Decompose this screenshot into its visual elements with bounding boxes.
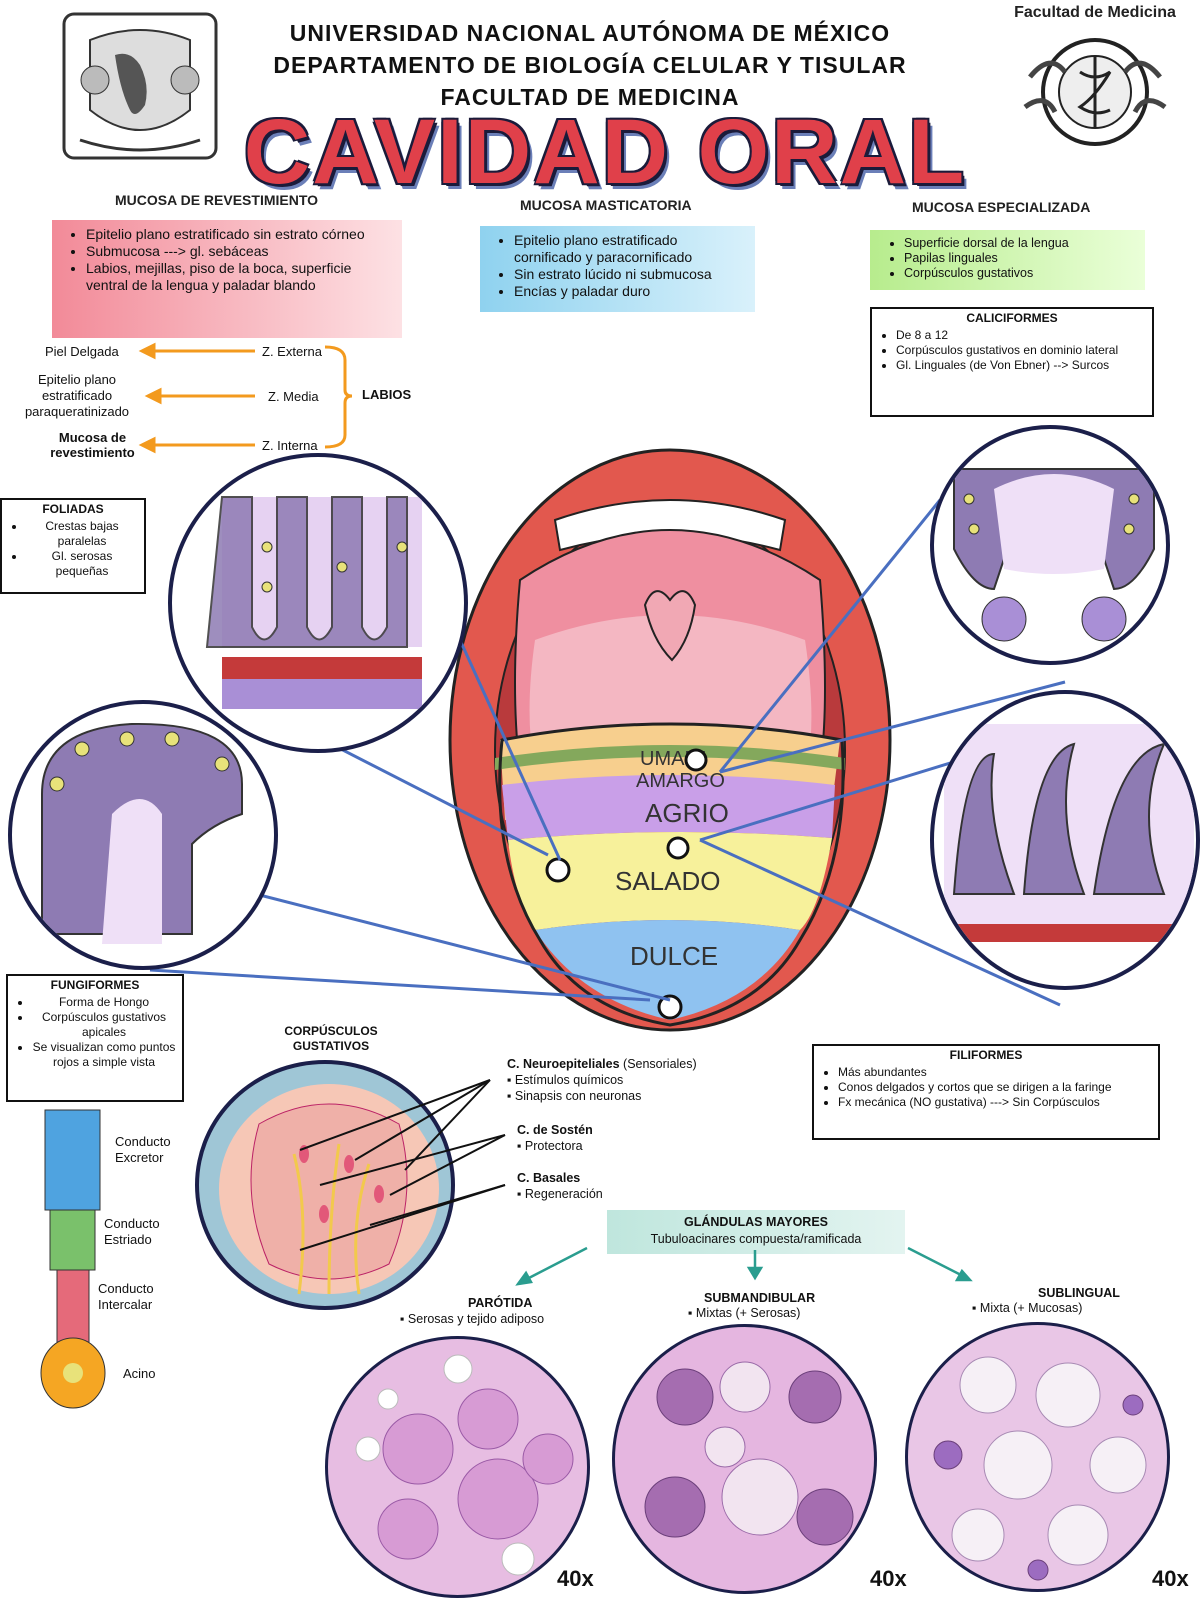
- sublingual-micrograph: [905, 1322, 1170, 1592]
- list-item: Sinapsis con neuronas: [514, 1089, 642, 1103]
- heading-mucosa-revestimiento: MUCOSA DE REVESTIMIENTO: [115, 192, 319, 208]
- magnifier-icon: [684, 748, 708, 772]
- list-item: Fx mecánica (NO gustativa) ---> Sin Corp…: [838, 1095, 1152, 1110]
- parotida-desc: ▪ Serosas y tejido adiposo: [400, 1312, 545, 1326]
- duct-label-excretor: Conducto Excretor: [115, 1134, 171, 1165]
- magnifier-icon: [666, 836, 690, 860]
- list-item: Corpúsculos gustativos en dominio latera…: [896, 343, 1146, 358]
- fungiformes-micrograph: [8, 700, 278, 970]
- glandulas-box: GLÁNDULAS MAYORES Tubuloacinares compues…: [607, 1210, 905, 1254]
- list-item: Estímulos químicos: [514, 1073, 624, 1087]
- list-item: Forma de Hongo: [32, 995, 176, 1010]
- submandibular-name: SUBMANDIBULAR: [704, 1291, 816, 1305]
- list-item: Submucosa ---> gl. sebáceas: [86, 243, 392, 260]
- duct-label-estriado: Conducto Estriado: [104, 1216, 160, 1247]
- logo-caption: Facultad de Medicina: [1014, 4, 1176, 21]
- magnifier-icon: [657, 994, 683, 1020]
- mucosa-especializada-box: Superficie dorsal de la lengua Papilas l…: [870, 230, 1145, 290]
- tongue-zone-dulce: DULCE: [630, 941, 718, 971]
- list-item: Epitelio plano estratificado cornificado…: [514, 232, 745, 266]
- glandulas-title: GLÁNDULAS MAYORES: [684, 1215, 828, 1229]
- list-item: Corpúsculos gustativos apicales: [32, 1010, 176, 1040]
- c2-title: C. de Sostén: [517, 1123, 593, 1137]
- zone-externa: Z. Externa: [262, 344, 322, 359]
- sublingual-magnification: 40x: [1152, 1566, 1189, 1591]
- fungiformes-title: FUNGIFORMES: [50, 978, 140, 992]
- list-item: Más abundantes: [838, 1065, 1152, 1080]
- header-line-2: DEPARTAMENTO DE BIOLOGÍA CELULAR Y TISUL…: [273, 52, 907, 78]
- duct-illustration: [40, 1109, 106, 1409]
- target-epitelio: Epitelio plano estratificado paraquerati…: [24, 372, 130, 419]
- list-item: Regeneración: [524, 1187, 603, 1201]
- fungiformes-box: FUNGIFORMES Forma de Hongo Corpúsculos g…: [6, 974, 184, 1102]
- mouth-illustration: UMAMI AMARGO AGRIO SALADO DULCE: [448, 448, 892, 1032]
- corpusculos-arrows: [299, 1079, 506, 1251]
- list-item: Encías y paladar duro: [514, 283, 745, 300]
- heading-mucosa-especializada: MUCOSA ESPECIALIZADA: [912, 199, 1091, 215]
- corpusculo-basales: C. Basales ▪ Regeneración: [517, 1171, 603, 1201]
- corpusculo-sosten: C. de Sostén ▪ Protectora: [517, 1123, 593, 1153]
- list-item: Labios, mejillas, piso de la boca, super…: [86, 260, 392, 294]
- caliciformes-box: CALICIFORMES De 8 a 12 Corpúsculos gusta…: [870, 307, 1154, 417]
- glandulas-subtitle: Tubuloacinares compuesta/ramificada: [650, 1232, 862, 1246]
- sublingual-desc: ▪ Mixta (+ Mucosas): [972, 1301, 1083, 1315]
- list-item: Epitelio plano estratificado sin estrato…: [86, 226, 392, 243]
- submandibular-micrograph: [612, 1324, 877, 1594]
- caliciformes-title: CALICIFORMES: [966, 311, 1058, 325]
- duct-label-intercalar: Conducto Intercalar: [98, 1281, 154, 1312]
- filiformes-box: FILIFORMES Más abundantes Conos delgados…: [812, 1044, 1160, 1140]
- target-piel-delgada: Piel Delgada: [45, 344, 119, 359]
- c3-title: C. Basales: [517, 1171, 581, 1185]
- heading-mucosa-masticatoria: MUCOSA MASTICATORIA: [520, 197, 692, 213]
- tongue-zone-agrio: AGRIO: [645, 798, 729, 828]
- list-item: Sin estrato lúcido ni submucosa: [514, 266, 745, 283]
- parotida-name: PARÓTIDA: [468, 1296, 533, 1310]
- c1-title: C. Neuroepiteliales: [507, 1057, 620, 1071]
- list-item: Protectora: [524, 1139, 583, 1153]
- zone-interna: Z. Interna: [262, 438, 318, 453]
- glandulas-arrows: [515, 1246, 973, 1286]
- parotida-micrograph: [325, 1336, 590, 1598]
- duct-label-acino: Acino: [123, 1366, 156, 1381]
- corpusculo-neuroepiteliales: C. Neuroepiteliales (Sensoriales) ▪ Estí…: [507, 1057, 697, 1103]
- foliadas-micrograph: [168, 453, 468, 753]
- submandibular-magnification: 40x: [870, 1566, 907, 1591]
- submandibular-desc: ▪ Mixtas (+ Serosas): [688, 1306, 801, 1320]
- parotida-magnification: 40x: [557, 1566, 594, 1591]
- list-item: Papilas linguales: [904, 251, 1135, 266]
- facultad-medicina-logo: Facultad de Medicina: [1010, 0, 1180, 170]
- labios-label: LABIOS: [362, 387, 412, 402]
- corpusculo-gustativo-illustration: [195, 1060, 455, 1310]
- labios-diagram: [138, 342, 353, 454]
- list-item: Se visualizan como puntos rojos a simple…: [32, 1040, 176, 1070]
- caliciformes-micrograph: [930, 425, 1170, 665]
- list-item: Crestas bajas paralelas: [26, 519, 138, 549]
- page-title: CAVIDAD ORAL: [243, 101, 967, 203]
- corpusculos-title: CORPÚSCULOS GUSTATIVOS: [284, 1024, 378, 1053]
- sublingual-name: SUBLINGUAL: [1038, 1286, 1120, 1300]
- list-item: Corpúsculos gustativos: [904, 266, 1135, 281]
- list-item: De 8 a 12: [896, 328, 1146, 343]
- list-item: Gl. serosas pequeñas: [26, 549, 138, 579]
- tongue-zone-amargo: AMARGO: [636, 770, 725, 792]
- tongue-zone-salado: SALADO: [615, 866, 721, 896]
- foliadas-title: FOLIADAS: [42, 502, 104, 516]
- header-line-1: UNIVERSIDAD NACIONAL AUTÓNOMA DE MÉXICO: [289, 20, 891, 46]
- list-item: Superficie dorsal de la lengua: [904, 236, 1135, 251]
- list-item: Gl. Linguales (de Von Ebner) --> Surcos: [896, 358, 1146, 373]
- filiformes-title: FILIFORMES: [949, 1048, 1023, 1062]
- filiformes-micrograph: [930, 690, 1200, 990]
- unam-crest-logo: [60, 10, 220, 162]
- mucosa-revestimiento-box: Epitelio plano estratificado sin estrato…: [52, 220, 402, 338]
- list-item: Conos delgados y cortos que se dirigen a…: [838, 1080, 1152, 1095]
- tongue: [495, 722, 845, 1027]
- mucosa-masticatoria-box: Epitelio plano estratificado cornificado…: [480, 226, 755, 312]
- foliadas-box: FOLIADAS Crestas bajas paralelas Gl. ser…: [0, 498, 146, 594]
- c1-sub: (Sensoriales): [623, 1057, 697, 1071]
- zone-media: Z. Media: [268, 389, 319, 404]
- target-mucosa: Mucosa de revestimiento: [50, 430, 135, 460]
- header-line-3: FACULTAD DE MEDICINA: [440, 84, 740, 110]
